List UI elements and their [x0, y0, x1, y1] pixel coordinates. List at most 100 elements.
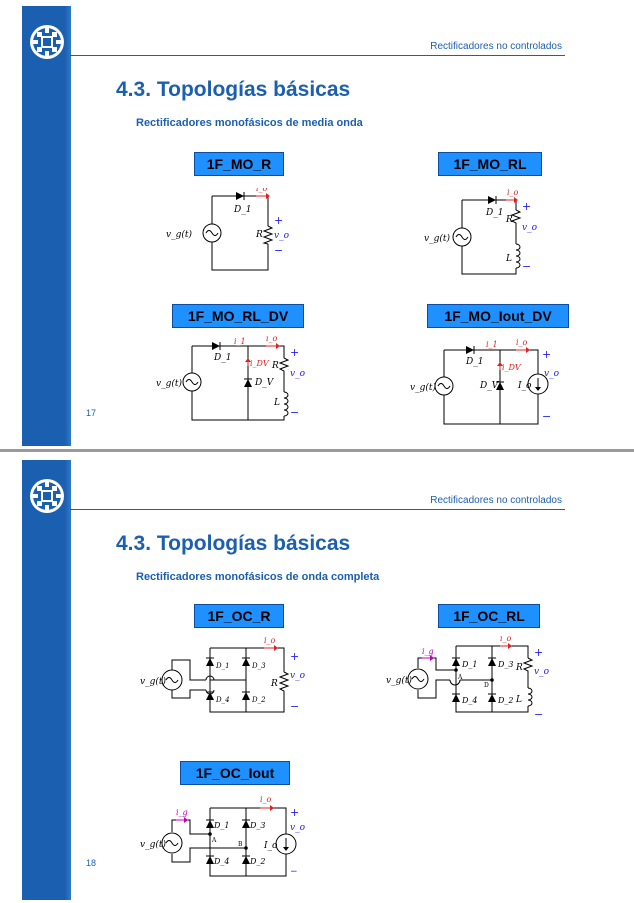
d3-label: D_3	[497, 660, 514, 669]
l-label: L	[505, 254, 512, 264]
vo-label: v_o	[290, 823, 306, 833]
io-label: i_o	[516, 338, 528, 347]
minus-sign: −	[542, 410, 551, 423]
io-label: i_o	[264, 636, 276, 645]
vo-label: v_o	[290, 369, 306, 379]
label-1f-oc-iout: 1F_OC_Iout	[180, 761, 290, 785]
page-number: 18	[86, 858, 97, 868]
minus-sign: −	[534, 708, 543, 718]
d1-label: D_1	[215, 662, 230, 670]
r-label: R	[271, 361, 279, 371]
header-text: Rectificadores no controlados	[430, 495, 562, 506]
plus-sign: +	[274, 214, 283, 227]
side-bar	[22, 460, 71, 900]
io-label: i_o	[256, 188, 268, 193]
node-d-label: D	[484, 682, 489, 689]
minus-sign: −	[290, 406, 299, 419]
io-label: i_o	[260, 795, 272, 804]
idv-label: i_DV	[250, 359, 270, 368]
d4-label: D_4	[215, 696, 230, 704]
vo-label: v_o	[522, 223, 538, 233]
header-text: Rectificadores no controlados	[430, 41, 562, 52]
d4-label: D_4	[461, 696, 478, 705]
plus-sign: +	[522, 200, 531, 213]
iout-label: I_o	[517, 381, 532, 391]
page-separator	[0, 449, 634, 452]
label-1f-oc-r: 1F_OC_R	[194, 604, 284, 628]
source-label: v_g(t)	[386, 675, 412, 686]
plus-sign: +	[542, 348, 551, 361]
d1-label: D_1	[213, 821, 230, 830]
plus-sign: +	[534, 646, 543, 659]
circuit-1f-mo-iout-dv: v_g(t) D_1 D_V I_o i_o i_1 i_DV + v_o −	[410, 338, 560, 425]
d3-label: D_3	[251, 662, 266, 670]
source-label: v_g(t)	[140, 676, 166, 687]
d3-label: D_3	[249, 821, 266, 830]
d1-label: D_1	[233, 205, 251, 215]
slide-subtitle: Rectificadores monofásicos de onda compl…	[136, 571, 380, 583]
minus-sign: −	[274, 244, 283, 257]
io-label: i_o	[266, 336, 278, 343]
node-b-label: B	[238, 841, 243, 848]
plus-sign: +	[290, 346, 299, 359]
minus-sign: −	[290, 867, 298, 877]
d2-label: D_2	[497, 696, 514, 705]
slide-title: 4.3. Topologías básicas	[116, 78, 351, 101]
side-bar	[22, 6, 71, 446]
source-label: v_g(t)	[156, 378, 182, 389]
slide-title: 4.3. Topologías básicas	[116, 532, 351, 555]
dv-label: D_V	[479, 381, 500, 391]
idv-label: i_DV	[502, 363, 522, 372]
circuit-1f-mo-rl-dv: v_g(t) D_1 D_V R L i_o i_1 i_DV + v_o −	[156, 336, 306, 421]
label-1f-mo-rl-dv: 1F_MO_RL_DV	[172, 304, 304, 328]
vo-label: v_o	[534, 667, 550, 677]
label-1f-mo-iout-dv: 1F_MO_Iout_DV	[427, 304, 569, 328]
source-label: v_g(t)	[424, 233, 450, 244]
node-a-label: A	[457, 674, 463, 681]
r-label: R	[505, 215, 513, 225]
circuit-1f-mo-r: v_g(t) D_1 R i_o + v_o −	[166, 188, 290, 271]
iout-label: I_o	[263, 841, 278, 851]
page-number: 17	[86, 408, 97, 418]
vo-label: v_o	[274, 231, 290, 241]
source-label: v_g(t)	[410, 382, 436, 393]
d1-label: D_1	[461, 660, 478, 669]
ig-label: i_g	[176, 808, 188, 817]
slide-18: Rectificadores no controlados 4.3. Topol…	[0, 454, 634, 901]
io-label: i_o	[507, 188, 519, 197]
vo-label: v_o	[544, 369, 560, 379]
r-label: R	[270, 679, 278, 689]
d1-label: D_1	[465, 357, 483, 367]
plus-sign: +	[290, 806, 299, 819]
r-label: R	[255, 230, 263, 240]
l-label: L	[515, 695, 522, 705]
source-label: v_g(t)	[140, 839, 166, 850]
university-logo-icon	[30, 25, 64, 59]
d2-label: D_2	[251, 696, 266, 704]
i1-label: i_1	[486, 340, 498, 349]
circuit-1f-oc-iout: v_g(t) D_1 D_3 D_4 D_2 A B I_o i_o i_g +…	[140, 795, 306, 877]
r-label: R	[515, 663, 523, 673]
dv-label: D_V	[254, 378, 275, 388]
university-logo-icon	[30, 479, 64, 513]
label-1f-mo-r: 1F_MO_R	[194, 152, 284, 176]
l-label: L	[273, 398, 280, 408]
d1-label: D_1	[485, 208, 503, 218]
vo-label: v_o	[290, 671, 306, 681]
plus-sign: +	[290, 650, 299, 663]
label-1f-mo-rl: 1F_MO_RL	[438, 152, 542, 176]
node-a-label: A	[211, 837, 217, 844]
label-1f-oc-rl: 1F_OC_RL	[438, 604, 540, 628]
minus-sign: −	[522, 260, 531, 273]
source-label: v_g(t)	[166, 229, 192, 240]
io-label: i_o	[500, 636, 512, 643]
ig-label: i_g	[422, 647, 434, 656]
d1-label: D_1	[213, 353, 231, 363]
header-rule	[70, 509, 565, 510]
d4-label: D_4	[213, 857, 230, 866]
circuit-1f-oc-rl: v_g(t) D_1 D_3 D_4 D_2 A D R L i_o i_g +…	[386, 636, 550, 718]
circuit-1f-oc-r: v_g(t) D_1 D_3 D_4 D_2 R i_o + v_o −	[140, 636, 306, 713]
slide-subtitle: Rectificadores monofásicos de media onda	[136, 117, 363, 129]
d2-label: D_2	[249, 857, 266, 866]
circuit-1f-mo-rl: v_g(t) D_1 R L i_o + v_o −	[424, 188, 538, 275]
